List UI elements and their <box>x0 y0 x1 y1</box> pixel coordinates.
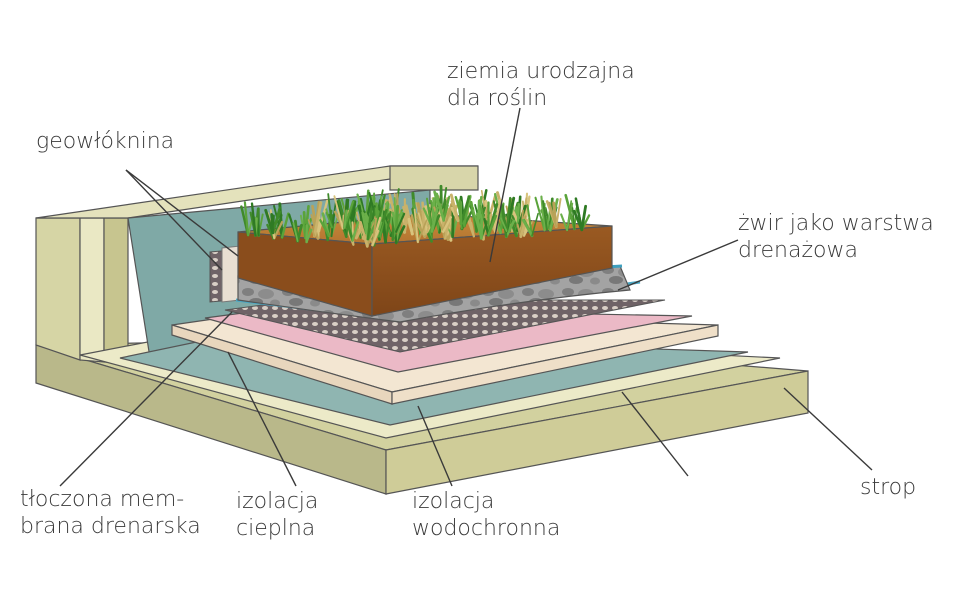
grass-tuft <box>416 201 427 236</box>
grass-tuft <box>402 204 414 236</box>
leader-geotextile-2 <box>125 169 239 257</box>
parapet-wall <box>35 165 479 365</box>
grass-tuft <box>560 200 574 232</box>
label-membrane: tłoczona mem-brana drenarska <box>20 487 201 539</box>
label-ceiling: strop <box>860 475 917 500</box>
grass-tuft <box>319 212 330 237</box>
grass-tuft <box>304 223 313 244</box>
grass-tuft <box>572 197 591 232</box>
grass-tuft <box>454 194 474 228</box>
label-geotextile: geowłóknina <box>36 129 175 154</box>
grass-tuft <box>264 206 282 235</box>
grass-tuft <box>410 208 428 244</box>
leader-primer <box>621 391 689 477</box>
leader-geotextile-1 <box>125 169 223 271</box>
leader-thermal <box>227 351 297 487</box>
leader-gravel <box>617 239 739 291</box>
grass-tuft <box>479 201 499 237</box>
grass-tuft <box>521 204 539 238</box>
grass-tuft <box>500 196 516 233</box>
grass-tuft <box>426 197 441 233</box>
grass-tuft <box>545 197 562 229</box>
plants <box>240 184 591 248</box>
grass-tuft <box>240 201 253 237</box>
leader-membrane <box>59 311 233 487</box>
leader-soil <box>489 107 521 263</box>
grass-tuft <box>307 200 323 238</box>
grass-tuft <box>435 195 451 222</box>
grass-tuft <box>288 213 303 243</box>
grass-tuft <box>343 198 355 230</box>
leader-ceiling <box>783 387 873 471</box>
grass-tuft <box>371 216 382 247</box>
grass-tuft <box>325 193 337 229</box>
leader-waterproof <box>417 405 453 487</box>
grass-tuft <box>458 195 471 225</box>
grass-tuft <box>391 197 406 234</box>
grass-tuft <box>249 202 260 237</box>
grass-tuft <box>564 193 578 231</box>
grass-tuft <box>449 193 460 222</box>
